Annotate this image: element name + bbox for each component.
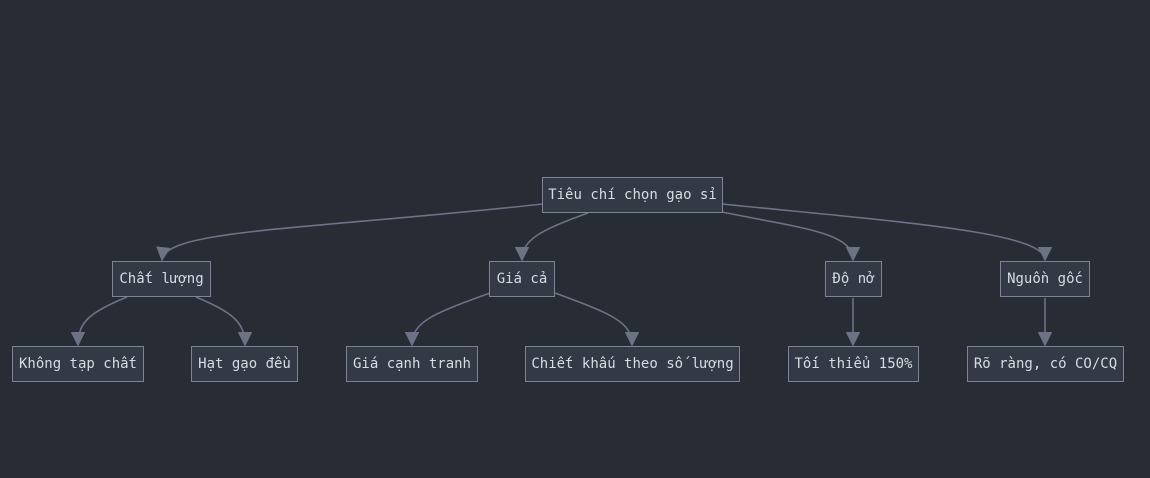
edge-root-origin: [721, 203, 1053, 262]
node-competitive-price[interactable]: Giá cạnh tranh: [346, 346, 478, 382]
edge-root-quality: [156, 203, 544, 262]
node-origin[interactable]: Nguồn gốc: [1000, 261, 1090, 297]
edge-price-competitive-price: [404, 292, 491, 347]
node-expansion[interactable]: Độ nở: [825, 261, 882, 297]
edge-quality-uniform-grain: [195, 296, 253, 347]
node-volume-discount[interactable]: Chiết khấu theo số lượng: [525, 346, 740, 382]
node-root[interactable]: Tiêu chí chọn gạo sỉ: [542, 177, 723, 213]
node-price[interactable]: Giá cả: [489, 261, 555, 297]
edge-root-expansion: [721, 211, 861, 262]
edge-root-price: [514, 212, 589, 262]
node-min-expansion[interactable]: Tối thiểu 150%: [788, 346, 919, 382]
edge-price-volume-discount: [554, 292, 640, 347]
edge-quality-no-impurity: [70, 296, 128, 347]
node-no-impurity[interactable]: Không tạp chất: [12, 346, 144, 382]
node-quality[interactable]: Chất lượng: [112, 261, 211, 297]
node-clear-origin[interactable]: Rõ ràng, có CO/CQ: [967, 346, 1124, 382]
node-uniform-grain[interactable]: Hạt gạo đều: [191, 346, 298, 382]
